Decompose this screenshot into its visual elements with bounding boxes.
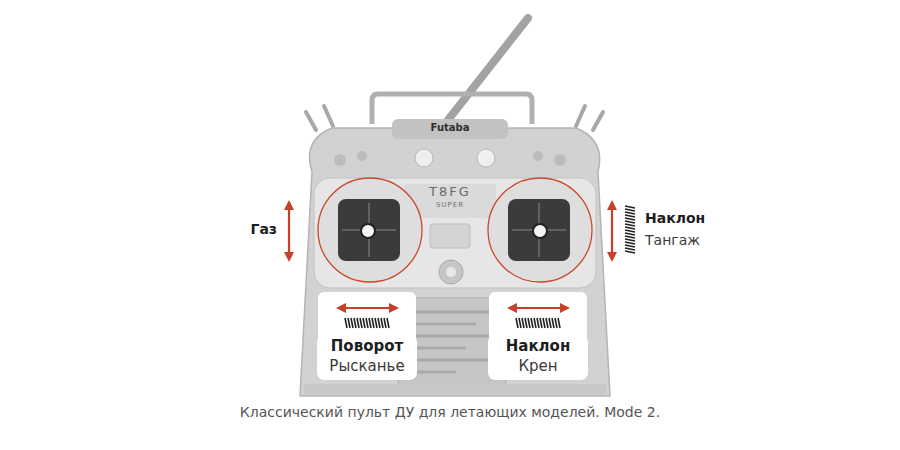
switch-base — [554, 154, 566, 166]
toggle-switch — [324, 106, 333, 126]
knob — [415, 149, 433, 167]
toggle-switch — [576, 106, 585, 126]
spring-symbol — [345, 318, 389, 328]
arrow-head — [560, 303, 570, 313]
top-badge — [392, 119, 508, 139]
axis-label: Наклон — [645, 210, 705, 227]
slot — [430, 224, 470, 248]
info-box — [489, 292, 587, 380]
box-heading: Наклон — [492, 337, 584, 357]
toggle-switch — [306, 112, 316, 130]
axis-sublabel: Тангаж — [645, 232, 700, 249]
arrow-line — [288, 208, 290, 254]
antenna — [448, 18, 528, 120]
dial — [439, 260, 463, 284]
direction-arrows — [284, 200, 617, 313]
lcd-lines — [406, 312, 496, 372]
box-subtitle: Крен — [492, 357, 584, 377]
figure-caption: Классический пульт ДУ для летающих модел… — [240, 404, 660, 421]
brand-logo: Futaba — [431, 122, 470, 134]
stick — [361, 224, 375, 238]
arrow-head — [284, 200, 294, 210]
face-plate — [314, 178, 596, 288]
switch-base — [533, 151, 543, 161]
highlight-circle — [318, 178, 422, 282]
arrow-line — [344, 307, 391, 309]
gimbal — [508, 199, 570, 261]
toggle-switch — [593, 112, 603, 130]
highlight-circle — [488, 178, 592, 282]
arrow-head — [607, 252, 617, 262]
arrow-line — [611, 208, 613, 254]
model-suffix: SUPER — [436, 201, 464, 209]
info-box — [318, 292, 416, 380]
spring-symbol — [516, 318, 560, 328]
spring-symbol — [625, 206, 635, 253]
arrow-head — [284, 252, 294, 262]
dial-center — [446, 267, 456, 277]
axis-label: Газ — [250, 221, 277, 238]
knob — [477, 149, 495, 167]
arrow-line — [515, 307, 562, 309]
switch-base — [357, 151, 367, 161]
arrow-head — [389, 303, 399, 313]
arrow-head — [507, 303, 517, 313]
box-heading: Поворот — [321, 337, 413, 357]
arrow-head — [607, 200, 617, 210]
info-box: НаклонКрен — [488, 336, 588, 379]
lower-edge — [304, 384, 606, 394]
model-name: T8FG — [429, 184, 471, 200]
gimbal-ring — [489, 179, 591, 281]
box-subtitle: Рысканье — [321, 357, 413, 377]
transmitter-body — [300, 128, 610, 396]
gimbal — [338, 199, 400, 261]
gimbal-ring — [319, 179, 421, 281]
info-box: ПоворотРысканье — [317, 336, 417, 379]
arrow-head — [336, 303, 346, 313]
switch-base — [334, 154, 346, 166]
stick — [533, 224, 547, 238]
